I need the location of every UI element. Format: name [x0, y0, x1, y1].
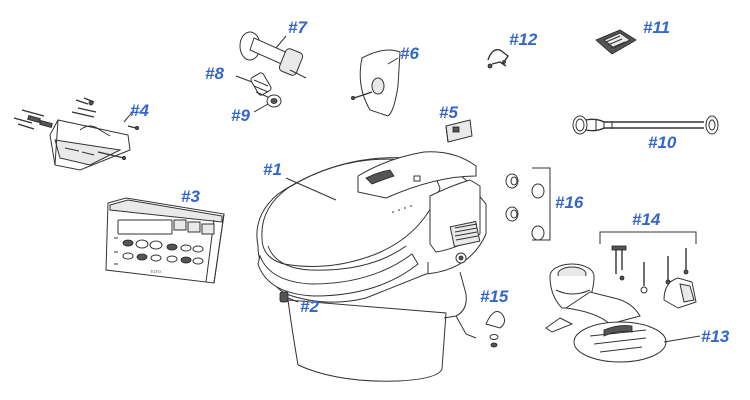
remote-brand-label: TOTO	[150, 269, 161, 274]
callout-7: #7	[288, 18, 308, 37]
part-4-wall-plate[interactable]	[13, 97, 139, 171]
part-16-fittings[interactable]	[505, 167, 551, 241]
callout-8: #8	[205, 64, 224, 83]
part-13-drain-adapter[interactable]	[545, 263, 701, 363]
callout-16: #16	[555, 193, 584, 212]
callout-2: #2	[300, 297, 319, 316]
remote-button-grid	[114, 219, 215, 265]
part-10-supply-hose[interactable]	[572, 115, 719, 135]
part-15-bolt-cap[interactable]	[485, 311, 506, 348]
callout-14: #14	[632, 210, 661, 229]
callout-10: #10	[648, 133, 677, 152]
part-9-washer[interactable]	[266, 94, 282, 108]
part-11-bracket[interactable]	[595, 29, 637, 55]
callout-9: #9	[231, 106, 250, 125]
part-6-cover[interactable]	[350, 49, 401, 117]
callout-1: #1	[263, 160, 282, 179]
part-12-clip[interactable]	[487, 49, 509, 69]
part-8-filter-screen[interactable]	[250, 72, 272, 98]
callout-4: #4	[130, 101, 149, 120]
callout-12: #12	[509, 30, 538, 49]
part-7-valve[interactable]	[239, 31, 307, 79]
callout-13: #13	[701, 327, 730, 346]
callout-15: #15	[480, 287, 509, 306]
part-3-remote-control[interactable]: TOTO	[105, 197, 225, 284]
part-14-bolt-kit[interactable]	[599, 231, 697, 309]
part-5-bracket[interactable]	[445, 119, 473, 143]
callout-labels: #1 #2 #3 #4 #5 #6 #7 #8 #9 #10 #11 #12 #…	[130, 18, 730, 346]
callout-5: #5	[439, 103, 458, 122]
part-2-knob[interactable]	[279, 291, 299, 303]
callout-3: #3	[181, 187, 200, 206]
part-1-toilet-bowl[interactable]	[256, 151, 487, 382]
callout-11: #11	[643, 18, 670, 37]
wall-anchors	[13, 97, 139, 160]
callout-6: #6	[400, 44, 419, 63]
leader-lines	[123, 35, 399, 123]
